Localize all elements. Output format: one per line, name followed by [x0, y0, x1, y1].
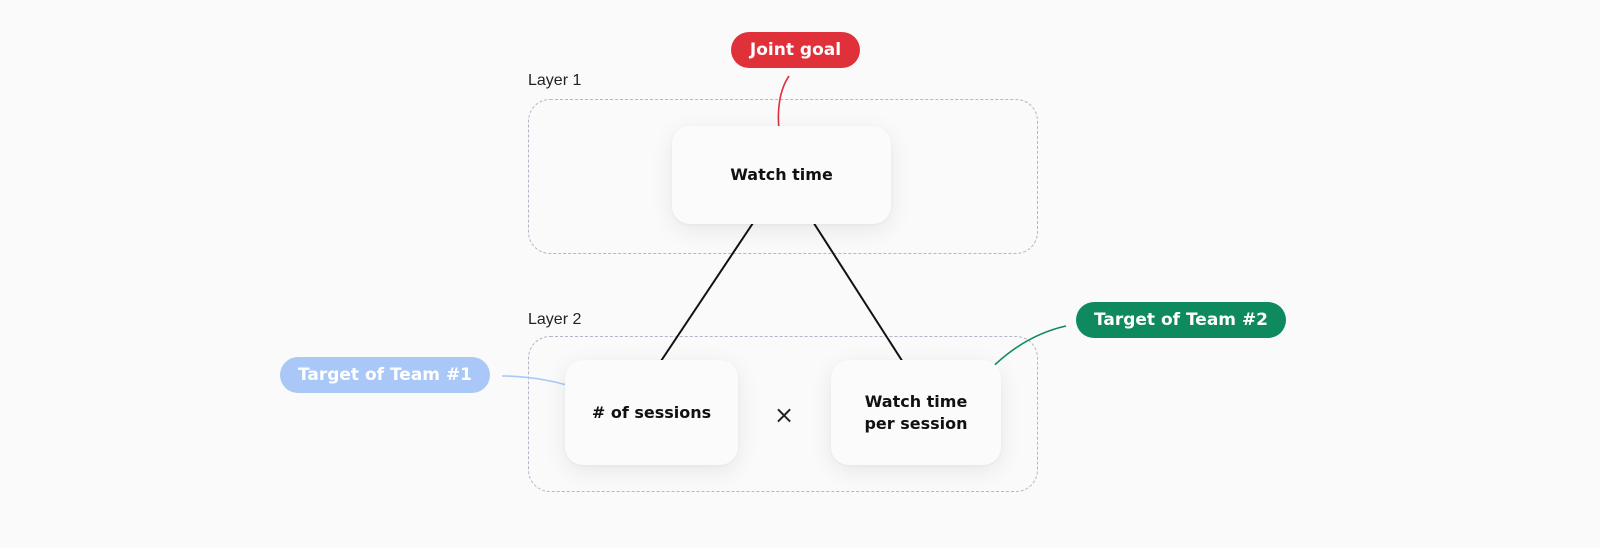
- node-watch-time-label: Watch time: [730, 165, 833, 184]
- tag-team-2: Target of Team #2: [1076, 302, 1286, 338]
- node-watch-time-per-session-line2: per session: [864, 413, 968, 433]
- tag-team-1: Target of Team #1: [280, 357, 490, 393]
- tag-team-1-label: Target of Team #1: [297, 365, 473, 385]
- layer-1-label: Layer 1: [528, 72, 582, 89]
- node-watch-time-per-session: Watch time per session: [831, 360, 1001, 465]
- node-sessions-label: # of sessions: [591, 402, 712, 422]
- layer-2-box: [528, 336, 1038, 492]
- node-sessions: # of sessions: [565, 360, 738, 465]
- tag-joint-goal: Joint goal: [731, 32, 860, 68]
- node-watch-time: Watch time: [672, 126, 891, 224]
- node-watch-time-per-session-line1: Watch time: [864, 391, 968, 411]
- multiply-icon: ×: [774, 401, 795, 429]
- tag-joint-goal-label: Joint goal: [749, 40, 842, 60]
- tag-team-2-label: Target of Team #2: [1093, 310, 1269, 330]
- layer-2-label: Layer 2: [528, 311, 582, 328]
